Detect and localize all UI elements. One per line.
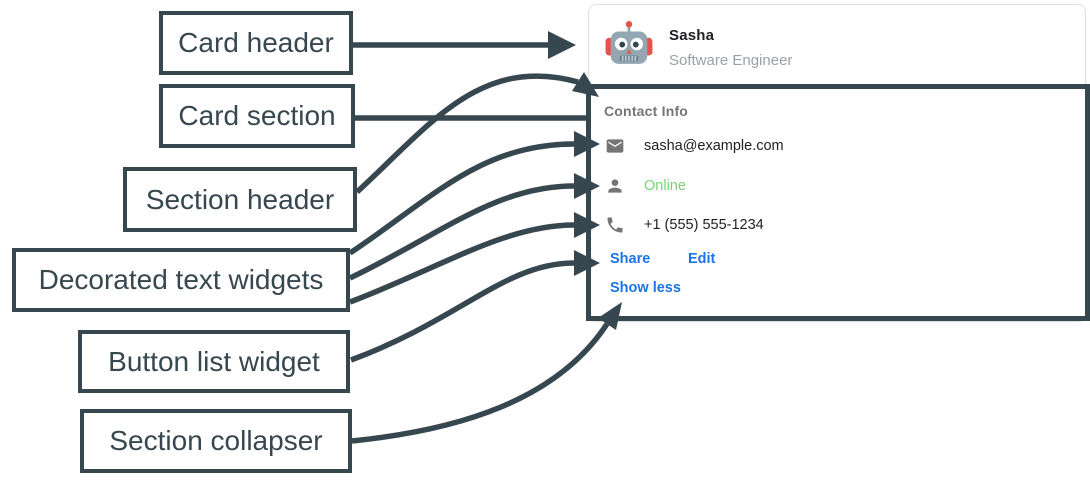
phone-text: +1 (555) 555-1234 [644,217,764,233]
edit-button[interactable]: Edit [688,251,716,267]
arrow-button-list [350,250,600,363]
arrow-decorated-text-1 [348,131,600,256]
share-button[interactable]: Share [610,251,651,267]
status-text: Online [644,178,686,194]
arrow-section-collapser [351,302,622,444]
arrow-decorated-text-3 [349,212,600,305]
section-header: Contact Info [604,103,689,119]
email-text: sasha@example.com [644,138,784,154]
label-card-section-text: Card section [178,100,336,131]
button-list-widget: Share Edit [591,251,1085,273]
decorated-text-row-status: Online [591,176,1085,196]
label-decorated-text-widgets-text: Decorated text widgets [38,264,324,295]
label-button-list-widget-text: Button list widget [108,345,320,377]
arrow-decorated-text-2 [348,173,600,281]
label-card-header: Card header [159,11,353,75]
label-card-section: Card section [159,84,355,148]
card-section: Contact Info sasha@example.com Online +1… [586,84,1090,321]
mail-icon [605,136,625,156]
card-header: Sasha Software Engineer [589,5,1085,85]
label-section-header: Section header [123,167,357,232]
person-name: Sasha [669,27,715,44]
label-section-collapser-text: Section collapser [109,425,323,456]
robot-avatar-icon [604,18,654,68]
section-collapser[interactable]: Show less [610,280,681,296]
label-decorated-text-widgets: Decorated text widgets [12,248,350,312]
phone-icon [605,215,625,235]
label-section-header-text: Section header [145,183,335,215]
label-card-header-text: Card header [178,27,334,58]
arrow-section-header [355,72,599,195]
person-role: Software Engineer [669,52,793,69]
label-section-collapser: Section collapser [80,409,352,473]
decorated-text-row-phone: +1 (555) 555-1234 [591,215,1085,235]
label-button-list-widget: Button list widget [78,330,350,393]
person-icon [605,176,625,196]
decorated-text-row-email: sasha@example.com [591,136,1085,156]
arrow-card-header [353,31,576,59]
